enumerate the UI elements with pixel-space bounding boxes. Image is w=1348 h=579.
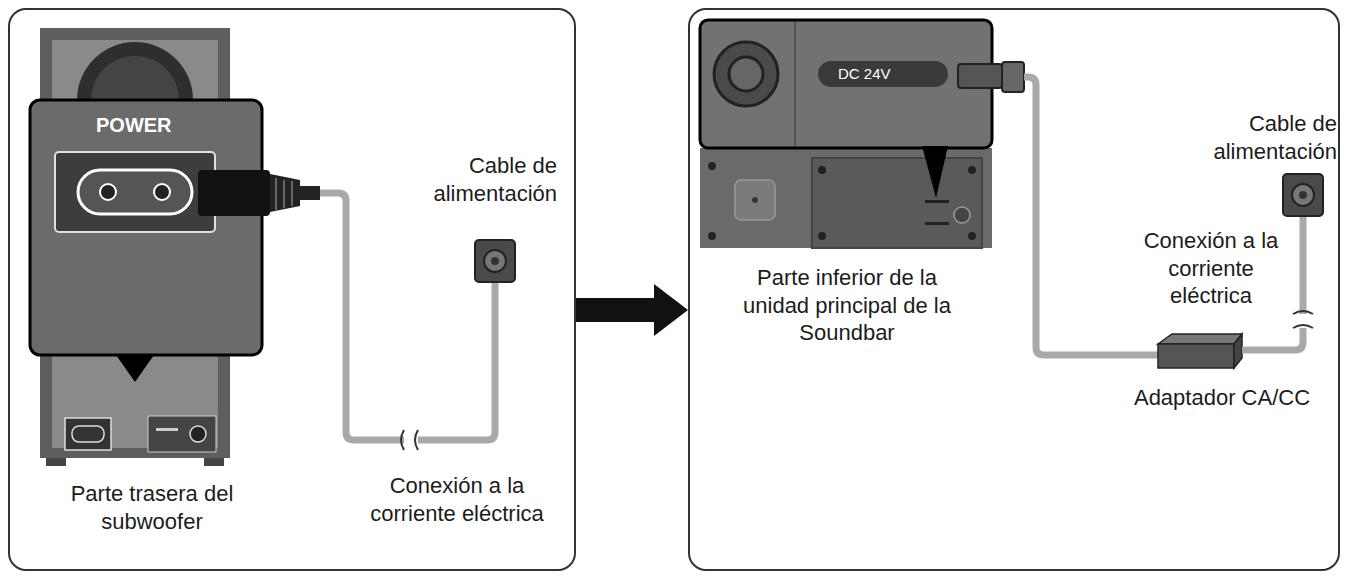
- power-cord: [320, 193, 495, 440]
- power-callout: [30, 100, 262, 382]
- dc-cable: [1024, 77, 1160, 355]
- wall-outlet: [475, 240, 515, 282]
- power-plug: [198, 170, 320, 216]
- wall-outlet: [1283, 174, 1323, 216]
- caption-text: Conexión a la corriente eléctrica: [352, 472, 562, 527]
- dc-plug: [958, 62, 1024, 92]
- flow-arrow: [576, 298, 654, 322]
- caption-text: Parte trasera del subwoofer: [42, 480, 262, 535]
- dc-voltage-label: DC 24V: [838, 65, 891, 82]
- dc-callout: [700, 20, 992, 198]
- soundbar-bottom: [700, 148, 992, 248]
- caption-text: Parte inferior de la unidad principal de…: [727, 264, 967, 347]
- power-label: POWER: [96, 114, 172, 137]
- caption-text: Cable de alimentación: [407, 152, 557, 207]
- caption-text: Cable de alimentación: [1192, 110, 1337, 165]
- caption-text: Conexión a la corriente eléctrica: [1135, 227, 1287, 310]
- panel-box: Cable de alimentaciónConexión a la corri…: [688, 8, 1340, 571]
- caption-text: Adaptador CA/CC: [1112, 384, 1332, 412]
- panel-box: Cable de alimentaciónParte trasera del s…: [8, 8, 576, 571]
- ac-dc-adapter: [1158, 334, 1242, 368]
